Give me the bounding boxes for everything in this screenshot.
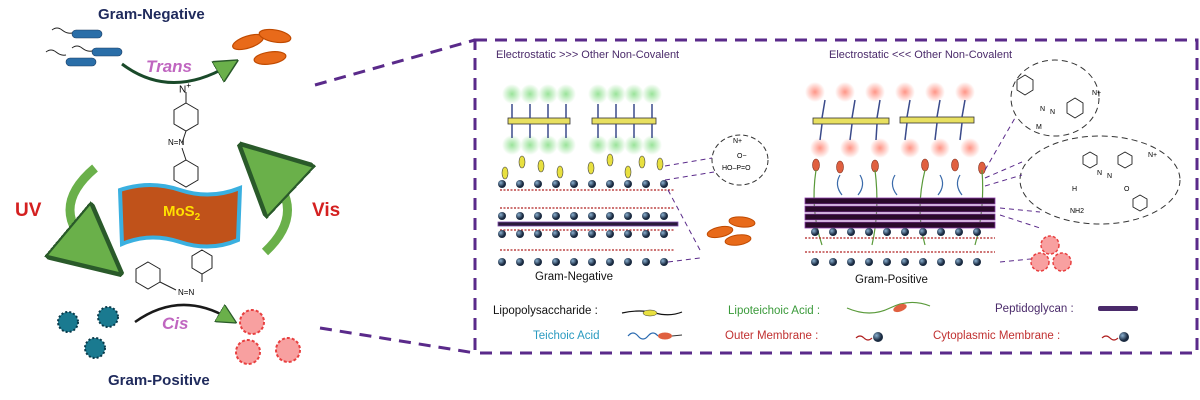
gram-positive-bacteria-after (235, 309, 301, 365)
legend-glyphs (621, 301, 1138, 342)
uv-label: UV (15, 200, 42, 221)
azo-label-top: N=N (168, 138, 185, 147)
azobenzene-cis-structure (135, 249, 213, 291)
zoom-frame (314, 38, 1199, 355)
inset-left-text-2: O− (737, 153, 747, 160)
mos2-text: MoS (163, 203, 195, 220)
legend-cytoplasmic-membrane: Cytoplasmic Membrane : (933, 330, 1061, 342)
inset-phosphate-interaction (711, 134, 769, 186)
right-header: Electrostatic <<< Other Non-Covalent (829, 49, 1013, 61)
gram-positive-membrane (804, 82, 996, 266)
gram-positive-title: Gram-Positive (108, 372, 210, 389)
inset-hbond-text-5: NH2 (1070, 208, 1085, 215)
inset-hbond-text-4: O (1124, 186, 1130, 193)
inset-hydrogen-bonding (1019, 135, 1181, 225)
azobenzene-trans-structure (173, 92, 199, 188)
mos2-subscript: 2 (194, 212, 201, 223)
cis-label: Cis (162, 314, 189, 333)
inset-top-right-text-2: N (1050, 109, 1056, 116)
vis-label: Vis (312, 200, 341, 221)
inset-hbond-text-2: N (1107, 173, 1113, 180)
right-membrane-caption: Gram-Positive (855, 274, 928, 286)
legend-lipopolysaccharide: Lipopolysaccharide : (493, 305, 598, 317)
gram-positive-bacteria-inset (1030, 235, 1072, 272)
left-header: Electrostatic >>> Other Non-Covalent (496, 49, 680, 61)
inset-top-right-text-4: N+ (1092, 90, 1102, 97)
vis-arrow (265, 168, 288, 256)
inset-left-text-1: N+ (733, 138, 743, 145)
mos2-sheet (117, 183, 243, 249)
inset-left-text-3: HO–P=O (722, 165, 751, 172)
inset-metal-coordination (1010, 59, 1100, 137)
inset-hbond-text-3: H (1072, 186, 1078, 193)
mos2-label: MoS2 (163, 203, 200, 223)
gram-negative-bacteria-after (232, 28, 292, 65)
ammonium-charge: + (186, 80, 192, 90)
left-membrane-caption: Gram-Negative (535, 271, 613, 283)
legend-peptidoglycan: Peptidoglycan : (995, 303, 1074, 315)
inset-top-right-text-3: M (1036, 124, 1042, 131)
uv-arrow (70, 164, 95, 252)
inset-top-right-text-1: N (1040, 106, 1046, 113)
gram-negative-title: Gram-Negative (98, 6, 205, 23)
trans-label: Trans (146, 57, 192, 76)
ammonium-label: N+ (179, 80, 191, 95)
legend-outer-membrane: Outer Membrane : (725, 330, 819, 342)
gram-negative-bacteria-inset (706, 216, 756, 246)
legend-lipoteichoic-acid: Lipoteichoic Acid : (728, 305, 821, 317)
azo-label-bottom: N=N (178, 288, 195, 297)
inset-hbond-text-6: N+ (1148, 152, 1158, 159)
gram-negative-membrane (497, 84, 679, 266)
inset-hbond-text-1: N (1097, 170, 1103, 177)
gram-negative-bacteria-before (45, 27, 123, 67)
cis-arrow (134, 303, 228, 322)
legend-teichoic-acid: Teichoic Acid (533, 330, 600, 342)
trans-arrow (121, 64, 228, 84)
gram-positive-bacteria-before (57, 306, 119, 359)
ammonium-n: N (179, 84, 187, 96)
